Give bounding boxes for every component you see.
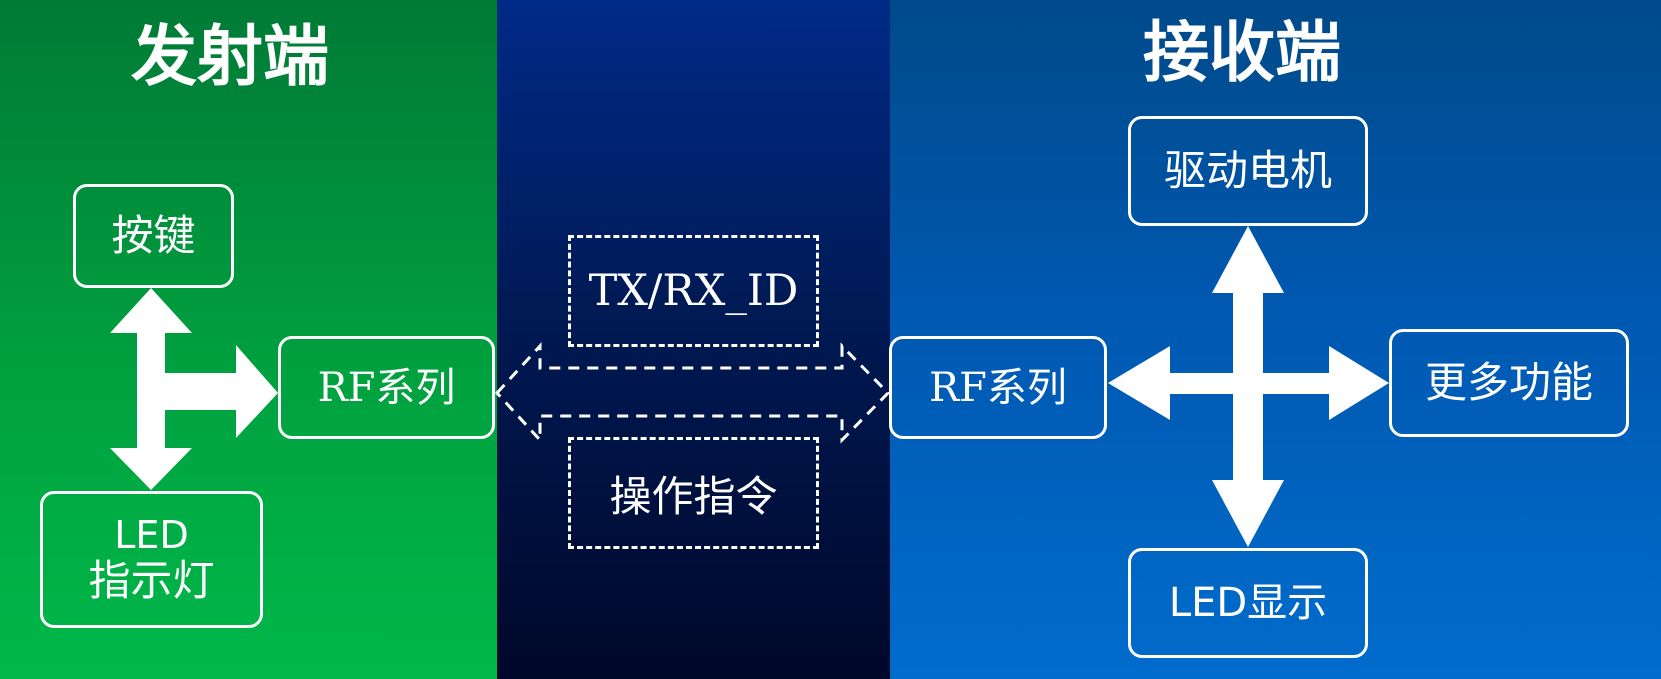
led-display-label: LED显示 [1168,580,1328,626]
tx-horizontal-arrow [165,345,278,438]
tx-rf-box-label: RF系列 [317,364,456,411]
tx-vertical-arrow [110,288,192,490]
wireless-link-arrow [494,342,891,444]
rx-rf-box-label: RF系列 [929,364,1067,411]
key-box-label: 按键 [111,210,196,260]
transmitter-panel [0,0,497,679]
command-box: 操作指令 [568,437,819,549]
command-label: 操作指令 [609,471,778,521]
led-display-box: LED显示 [1128,548,1368,658]
key-box: 按键 [73,184,234,288]
rx-rf-box: RF系列 [889,336,1107,439]
tx-rx-id-label: TX/RX_ID [588,266,799,316]
motor-box: 驱动电机 [1128,116,1368,226]
more-functions-box: 更多功能 [1389,329,1629,437]
led-indicator-box: LED 指示灯 [40,491,263,628]
receiver-panel [890,0,1661,679]
tx-rf-box: RF系列 [278,336,495,439]
rx-cross-arrow [1108,226,1389,547]
receiver-title: 接收端 [1143,14,1341,91]
tx-rx-id-box: TX/RX_ID [568,235,819,347]
more-functions-label: 更多功能 [1424,357,1593,407]
motor-box-label: 驱动电机 [1163,145,1332,195]
channel-panel [497,0,890,679]
led-indicator-line2: 指示灯 [88,556,215,606]
transmitter-title: 发射端 [131,18,329,95]
led-indicator-line1: LED [114,512,189,557]
